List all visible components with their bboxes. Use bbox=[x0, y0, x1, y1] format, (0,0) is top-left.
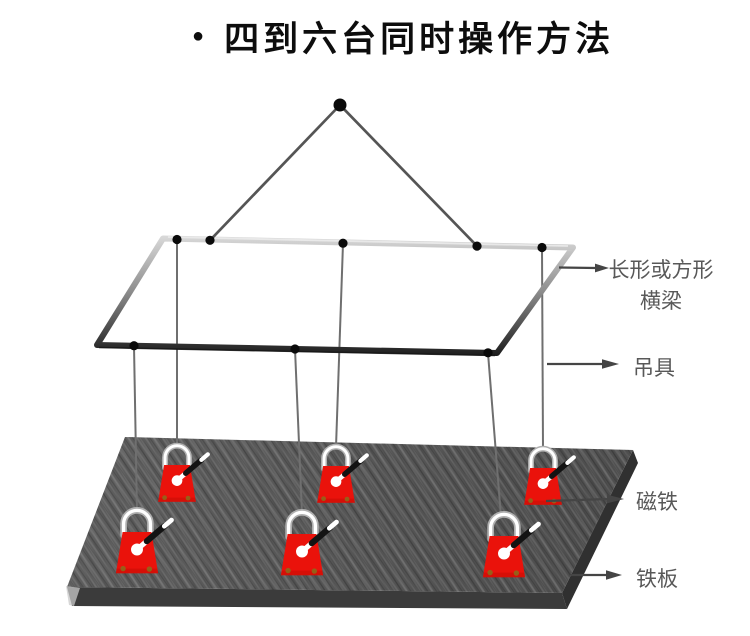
plate-right-face bbox=[562, 450, 638, 609]
beam-arrow bbox=[558, 263, 609, 273]
plate-front-face bbox=[67, 587, 567, 609]
attachment-dot bbox=[129, 341, 139, 351]
wire-back-middle bbox=[335, 243, 344, 448]
attachment-dot bbox=[483, 348, 493, 358]
arrow-right-icon bbox=[602, 359, 619, 369]
arrow-right-icon bbox=[595, 263, 609, 273]
leader-arrows bbox=[545, 263, 624, 580]
wire-back-right bbox=[541, 247, 544, 450]
arrow-right-icon bbox=[607, 494, 624, 504]
sling-line-right bbox=[339, 104, 478, 248]
page-title: ● 四到六台同时操作方法 bbox=[192, 14, 614, 59]
sling-apex-dot bbox=[333, 98, 347, 112]
sling bbox=[209, 98, 478, 248]
beam-frame bbox=[94, 235, 576, 357]
plate-label: 铁板 bbox=[636, 568, 678, 591]
attachment-dot bbox=[205, 235, 215, 245]
wire-front-right bbox=[487, 352, 502, 518]
sling-arrow bbox=[547, 359, 619, 369]
magnet-label: 磁铁 bbox=[636, 491, 678, 514]
attachment-dot bbox=[290, 344, 300, 354]
attachment-dot bbox=[537, 242, 547, 253]
beam-label-line1: 长形或方形 bbox=[608, 259, 714, 282]
attachment-dots bbox=[129, 234, 547, 358]
wire-front-middle bbox=[294, 348, 303, 515]
beam-top-highlight bbox=[167, 236, 569, 247]
plate-corner-highlight bbox=[66, 586, 80, 606]
attachment-dot bbox=[172, 234, 182, 245]
sling-line-left bbox=[209, 104, 341, 242]
attachment-dot bbox=[338, 238, 348, 248]
plate-arrow bbox=[571, 570, 622, 580]
beam-label: 长形或方形 横梁 bbox=[598, 255, 724, 317]
wire-front-left bbox=[133, 345, 138, 514]
magnet-arrow bbox=[545, 494, 624, 504]
bullet-icon: ● bbox=[192, 25, 205, 47]
suspension-wires bbox=[133, 240, 544, 518]
attachment-dot bbox=[472, 241, 482, 251]
page-title-text: 四到六台同时操作方法 bbox=[224, 19, 615, 59]
arrow-right-icon bbox=[606, 570, 622, 580]
sling-label: 吊具 bbox=[633, 357, 675, 380]
beam-label-line2: 横梁 bbox=[640, 290, 682, 313]
